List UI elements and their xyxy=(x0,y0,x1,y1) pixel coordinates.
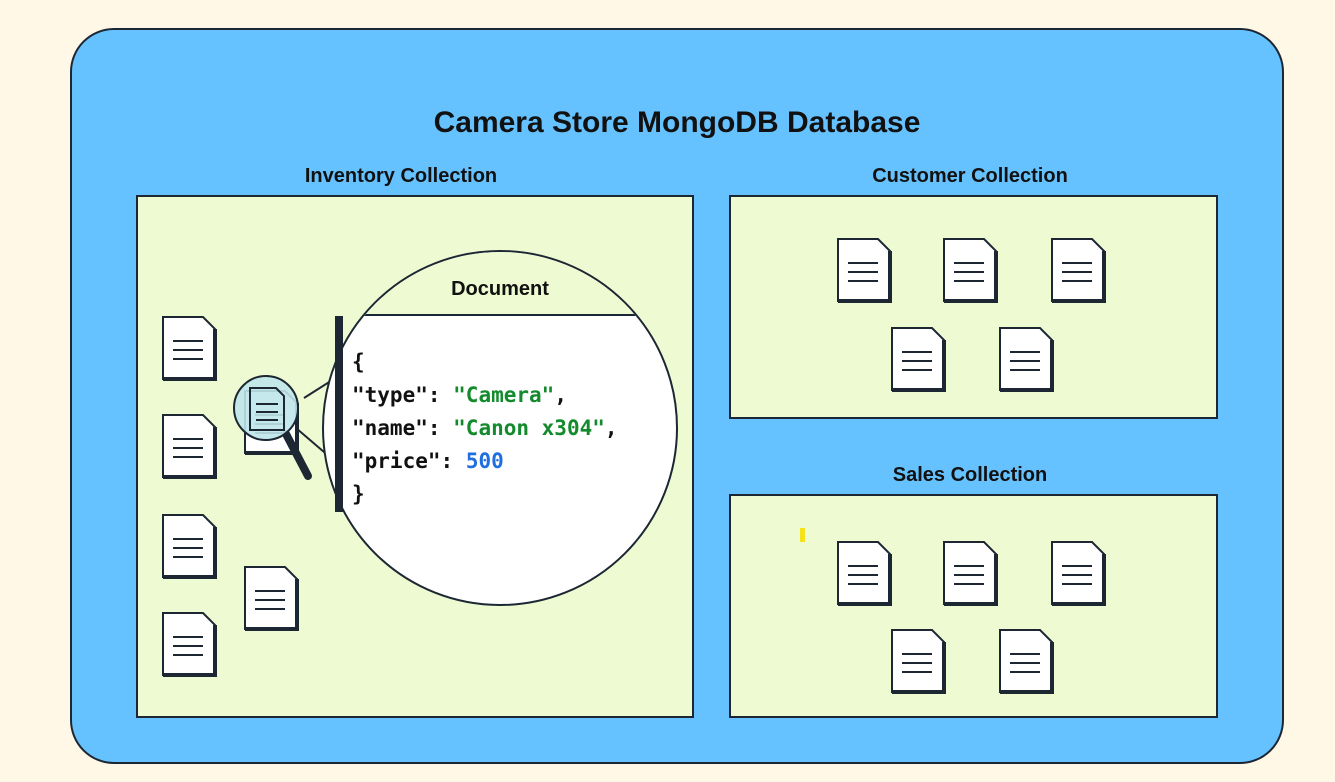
json-key: "type" xyxy=(352,383,428,407)
json-field-name: "name": "Canon x304", xyxy=(352,412,618,445)
document-icon xyxy=(998,326,1054,392)
document-zoom-lens: Document {"type": "Camera","name": "Cano… xyxy=(322,250,678,606)
cursor-mark xyxy=(800,528,805,542)
json-field-price: "price": 500 xyxy=(352,445,618,478)
json-comma: , xyxy=(604,416,618,440)
json-key: "name" xyxy=(352,416,428,440)
document-icon xyxy=(1050,540,1106,606)
json-separator: : xyxy=(427,383,454,407)
document-icon xyxy=(161,513,217,579)
document-icon xyxy=(998,628,1054,694)
json-value: 500 xyxy=(465,449,504,473)
document-icon xyxy=(243,565,299,631)
document-icon xyxy=(161,413,217,479)
document-header: Document xyxy=(324,252,676,316)
sales-collection xyxy=(729,494,1218,718)
lens-handle-bar xyxy=(335,316,343,512)
json-close-brace: } xyxy=(352,482,365,506)
document-icon xyxy=(836,540,892,606)
json-comma: , xyxy=(554,383,567,407)
json-field-type: "type": "Camera", xyxy=(352,379,618,412)
magnifying-glass-icon xyxy=(233,375,312,480)
document-json: {"type": "Camera","name": "Canon x304","… xyxy=(352,346,618,511)
inventory-collection-label: Inventory Collection xyxy=(304,165,498,187)
json-open-brace: { xyxy=(352,350,365,374)
document-icon xyxy=(161,315,217,381)
json-separator: : xyxy=(440,449,466,473)
document-icon xyxy=(890,628,946,694)
database-title: Camera Store MongoDB Database xyxy=(433,106,921,139)
document-icon xyxy=(890,326,946,392)
document-icon xyxy=(836,237,892,303)
document-icon xyxy=(942,237,998,303)
document-icon xyxy=(1050,237,1106,303)
sales-collection-label: Sales Collection xyxy=(892,464,1048,486)
customer-collection-label: Customer Collection xyxy=(872,165,1068,187)
json-separator: : xyxy=(427,416,454,440)
document-icon xyxy=(161,611,217,677)
json-value: "Canon x304" xyxy=(453,416,605,440)
json-key: "price" xyxy=(352,449,441,473)
document-icon xyxy=(942,540,998,606)
document-title: Document xyxy=(451,278,549,300)
customer-collection xyxy=(729,195,1218,419)
json-value: "Camera" xyxy=(453,383,555,407)
